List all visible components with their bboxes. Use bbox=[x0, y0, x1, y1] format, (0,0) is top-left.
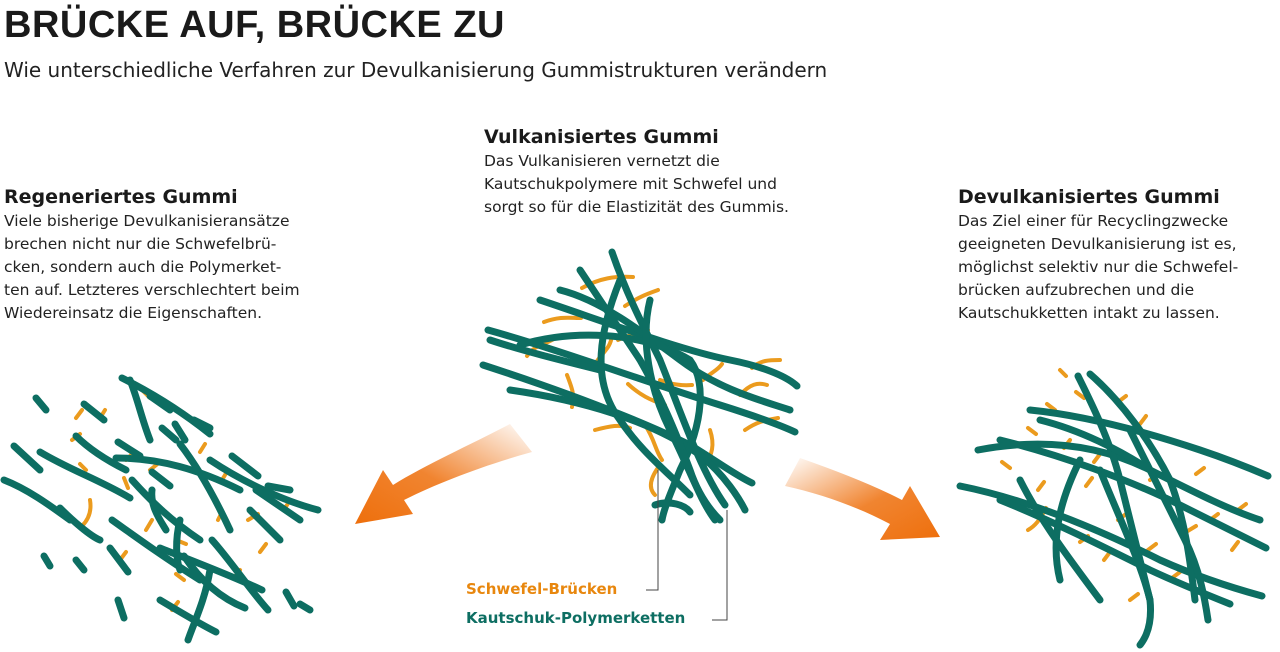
panel-text-vulcanized: Das Vulkanisieren vernetzt die Kautschuk… bbox=[484, 150, 824, 219]
panel-devulcanized-rubber: Devulkanisiertes Gummi Das Ziel einer fü… bbox=[958, 186, 1278, 325]
text-line: brechen nicht nur die Schwefelbrü- bbox=[4, 235, 277, 253]
text-line: Viele bisherige Devulkanisieransätze bbox=[4, 212, 290, 230]
panel-text-regenerated: Viele bisherige Devulkanisieransätze bre… bbox=[4, 210, 334, 325]
legend-sulfur-bridges: Schwefel-Brücken bbox=[466, 580, 618, 598]
panel-text-devulcanized: Das Ziel einer für Recyclingzwecke geeig… bbox=[958, 210, 1278, 325]
text-line: Das Ziel einer für Recyclingzwecke bbox=[958, 212, 1229, 230]
panel-heading-devulcanized: Devulkanisiertes Gummi bbox=[958, 186, 1220, 208]
network-vulcanized bbox=[479, 248, 801, 524]
panel-vulcanized-rubber: Vulkanisiertes Gummi Das Vulkanisieren v… bbox=[484, 126, 824, 219]
text-line: sorgt so für die Elastizität des Gummis. bbox=[484, 198, 789, 216]
text-line: ten auf. Letzteres verschlechtert beim bbox=[4, 281, 300, 299]
legend-polymer-chains: Kautschuk-Polymerketten bbox=[466, 609, 686, 627]
text-line: brücken aufzubrechen und die bbox=[958, 281, 1195, 299]
arrow-to-regenerated bbox=[355, 424, 532, 524]
text-line: geeigneten Devulkanisierung ist es, bbox=[958, 235, 1237, 253]
text-line: möglichst selektiv nur die Schwefel- bbox=[958, 258, 1239, 276]
text-line: Wiedereinsatz die Eigenschaften. bbox=[4, 304, 262, 322]
text-line: Das Vulkanisieren vernetzt die bbox=[484, 152, 720, 170]
network-devulcanized bbox=[956, 368, 1272, 649]
arrow-to-devulcanized bbox=[785, 458, 940, 540]
leader-sulfur bbox=[646, 470, 659, 591]
text-line: cken, sondern auch die Polymerket- bbox=[4, 258, 282, 276]
text-line: Kautschukpolymere mit Schwefel und bbox=[484, 175, 777, 193]
legend-leaders bbox=[646, 470, 728, 621]
page-title: BRÜCKE AUF, BRÜCKE ZU bbox=[4, 4, 505, 46]
text-line: Kautschukketten intakt zu lassen. bbox=[958, 304, 1220, 322]
network-regenerated bbox=[0, 374, 322, 644]
panel-heading-vulcanized: Vulkanisiertes Gummi bbox=[484, 126, 719, 148]
page-subtitle: Wie unterschiedliche Verfahren zur Devul… bbox=[4, 58, 828, 82]
leader-polymer bbox=[712, 510, 728, 621]
panel-heading-regenerated: Regeneriertes Gummi bbox=[4, 186, 238, 208]
panel-regenerated-rubber: Regeneriertes Gummi Viele bisherige Devu… bbox=[4, 186, 334, 325]
